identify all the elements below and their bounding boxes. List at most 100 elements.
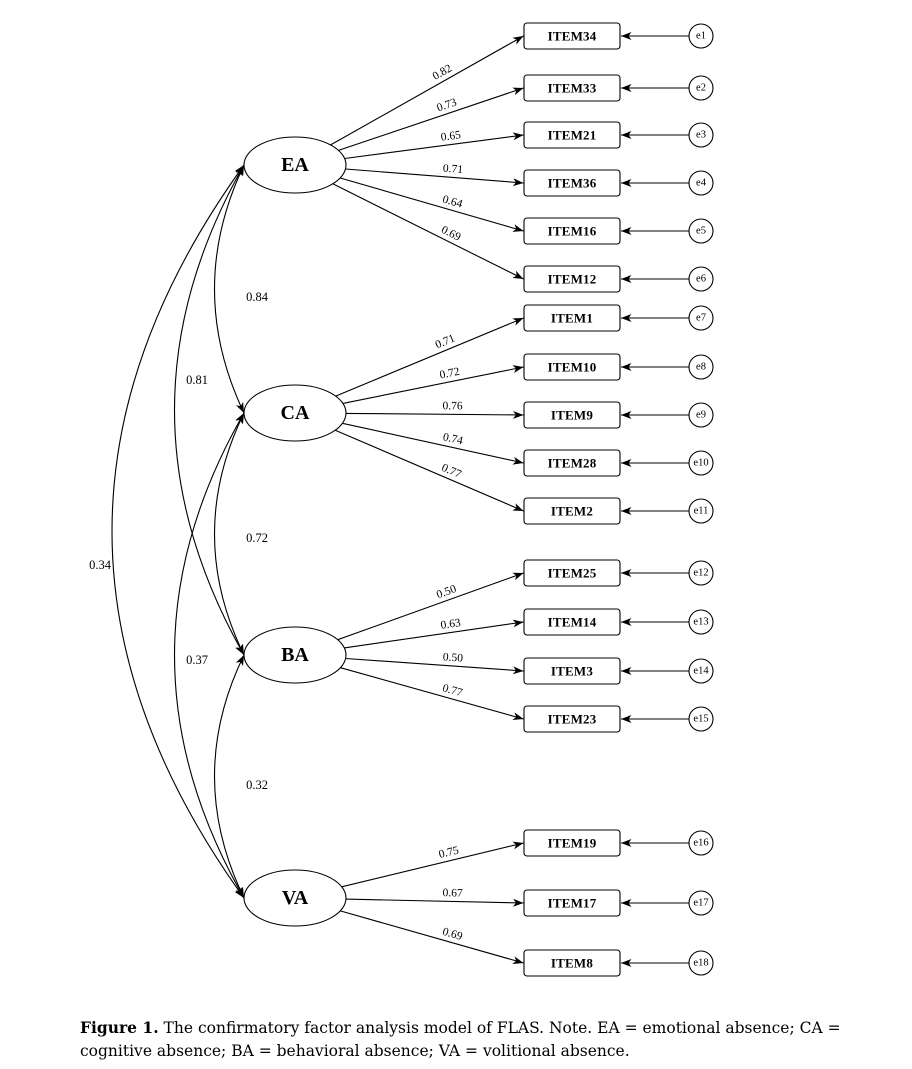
path-CA-ITEM2	[334, 429, 524, 512]
shapes-layer	[243, 22, 714, 977]
error-e15-circle	[688, 706, 714, 732]
error-e5-circle	[688, 218, 714, 244]
factor-VA-ellipse	[243, 869, 347, 927]
factor-CA-label: CA	[281, 402, 310, 424]
correlation-CA-VA	[173, 412, 245, 899]
error-e2-circle	[688, 75, 714, 101]
factor-CA-ellipse	[243, 384, 347, 442]
error-e8-circle	[688, 354, 714, 380]
error-e17-label: e17	[693, 898, 708, 909]
edges-layer	[111, 32, 689, 967]
item-ITEM28-box	[523, 449, 621, 477]
factor-EA-label: EA	[281, 154, 309, 176]
error-e7-circle	[688, 305, 714, 331]
figure-caption: Figure 1. The confirmatory factor analys…	[80, 1016, 850, 1064]
path-CA-ITEM1	[335, 317, 524, 397]
correlation-CA-BA	[214, 412, 245, 656]
item-ITEM21-label: ITEM21	[548, 128, 597, 143]
item-ITEM12-box	[523, 265, 621, 293]
error-e12-label: e12	[693, 568, 708, 579]
loading-EA-ITEM34: 0.82	[431, 62, 455, 82]
figure-caption-text: The confirmatory factor analysis model o…	[80, 1018, 841, 1060]
error-e13-label: e13	[693, 617, 708, 628]
item-ITEM9-label: ITEM9	[551, 408, 593, 423]
item-ITEM23-label: ITEM23	[548, 712, 597, 727]
factor-BA-ellipse	[243, 626, 347, 684]
item-ITEM14-label: ITEM14	[548, 615, 597, 630]
error-e16-label: e16	[693, 838, 708, 849]
path-EA-ITEM36	[345, 168, 524, 187]
path-VA-ITEM8	[340, 910, 524, 964]
figure-caption-label: Figure 1.	[80, 1017, 159, 1037]
error-e11-circle	[688, 498, 714, 524]
error-e2-label: e2	[696, 83, 706, 94]
error-e9-circle	[688, 402, 714, 428]
error-e4-circle	[688, 170, 714, 196]
error-e10-circle	[688, 450, 714, 476]
path-CA-ITEM9	[345, 410, 524, 419]
error-e4-label: e4	[696, 178, 707, 189]
loading-CA-ITEM1: 0.71	[434, 332, 457, 351]
loading-CA-ITEM28: 0.74	[442, 431, 464, 447]
correlation-BA-VA	[214, 654, 245, 899]
item-ITEM33-box	[523, 74, 621, 102]
item-ITEM36-box	[523, 169, 621, 197]
item-ITEM1-box	[523, 304, 621, 332]
path-EA-ITEM12	[332, 183, 524, 280]
loading-BA-ITEM3: 0.50	[442, 651, 463, 664]
loading-VA-ITEM8: 0.69	[441, 926, 464, 943]
correlation-value-BA-VA: 0.32	[246, 778, 268, 792]
item-ITEM36-label: ITEM36	[548, 176, 597, 191]
loading-VA-ITEM19: 0.75	[438, 844, 461, 860]
item-ITEM9-box	[523, 401, 621, 429]
item-ITEM19-box	[523, 829, 621, 857]
item-ITEM23-box	[523, 705, 621, 733]
item-ITEM1-label: ITEM1	[551, 311, 593, 326]
item-ITEM17-label: ITEM17	[548, 896, 597, 911]
factor-BA-label: BA	[281, 644, 309, 666]
error-e1-circle	[688, 23, 714, 49]
correlation-value-CA-BA: 0.72	[246, 531, 268, 545]
error-e17-circle	[688, 890, 714, 916]
item-ITEM16-box	[523, 217, 621, 245]
path-BA-ITEM3	[345, 657, 524, 675]
path-CA-ITEM10	[342, 365, 524, 404]
error-e3-circle	[688, 122, 714, 148]
loading-EA-ITEM36: 0.71	[442, 163, 463, 177]
loading-CA-ITEM9: 0.76	[442, 400, 462, 412]
error-e18-label: e18	[693, 958, 708, 969]
loading-CA-ITEM10: 0.72	[439, 366, 461, 382]
correlation-value-EA-VA: 0.34	[89, 558, 112, 572]
item-ITEM25-box	[523, 559, 621, 587]
item-ITEM16-label: ITEM16	[548, 224, 597, 239]
item-ITEM19-label: ITEM19	[548, 836, 597, 851]
correlation-EA-BA	[173, 164, 245, 656]
error-e3-label: e3	[696, 130, 706, 141]
correlation-EA-CA	[214, 164, 245, 414]
item-ITEM25-label: ITEM25	[548, 566, 597, 581]
error-e6-circle	[688, 266, 714, 292]
item-ITEM10-label: ITEM10	[548, 360, 597, 375]
path-EA-ITEM16	[340, 177, 524, 232]
error-e14-label: e14	[693, 666, 709, 677]
error-e10-label: e10	[693, 458, 708, 469]
error-e8-label: e8	[696, 362, 706, 373]
item-ITEM34-box	[523, 22, 621, 50]
error-e12-circle	[688, 560, 714, 586]
loading-BA-ITEM25: 0.50	[435, 583, 458, 601]
item-ITEM28-label: ITEM28	[548, 456, 597, 471]
item-ITEM33-label: ITEM33	[548, 81, 597, 96]
path-CA-ITEM28	[342, 422, 524, 465]
correlation-EA-VA	[111, 164, 245, 899]
loading-BA-ITEM14: 0.63	[440, 617, 462, 632]
error-e1-label: e1	[696, 31, 706, 42]
correlation-value-EA-BA: 0.81	[186, 373, 208, 387]
error-e15-label: e15	[693, 714, 708, 725]
loading-EA-ITEM21: 0.65	[440, 129, 462, 144]
correlation-value-EA-CA: 0.84	[246, 290, 269, 304]
path-BA-ITEM14	[344, 619, 524, 649]
error-e13-circle	[688, 609, 714, 635]
loading-CA-ITEM2: 0.77	[440, 462, 463, 481]
